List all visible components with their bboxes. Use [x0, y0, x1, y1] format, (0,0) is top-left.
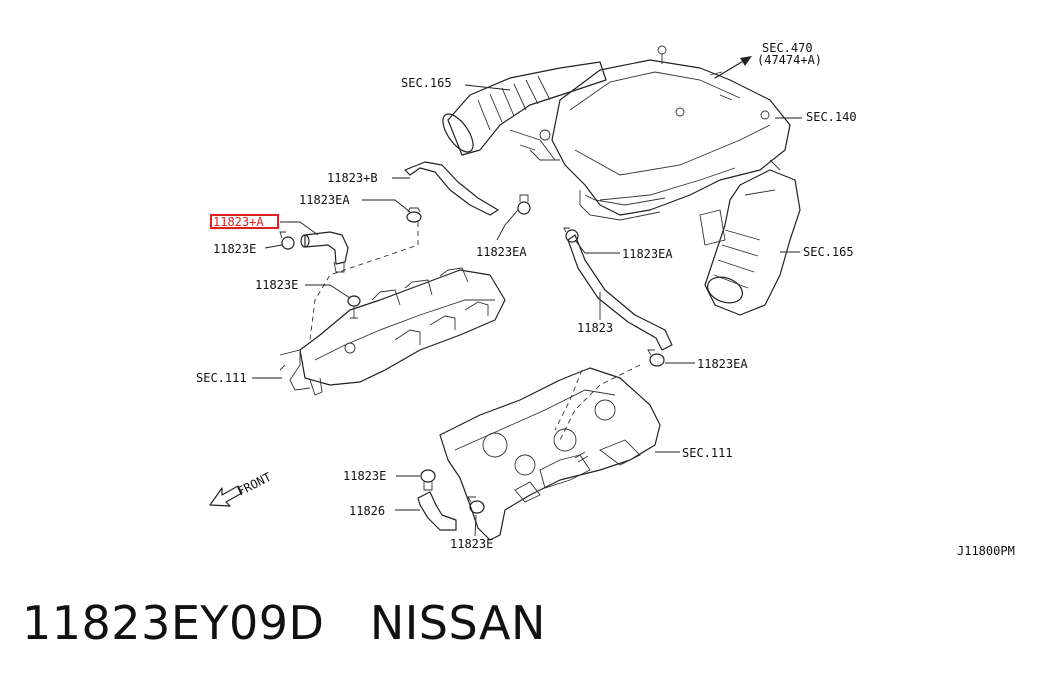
- part-caption: 11823EY09D NISSAN: [22, 596, 546, 650]
- hose-11823a: [300, 231, 349, 273]
- label-11823ea-lower: 11823EA: [697, 357, 748, 371]
- air-duct-right: [699, 159, 801, 316]
- label-11823: 11823: [577, 321, 613, 335]
- clamp-11823e-mid: [347, 295, 361, 319]
- label-11826: 11826: [349, 504, 385, 518]
- cylinder-head-right: [439, 367, 661, 541]
- caption-part-number: 11823EY09D: [22, 596, 325, 650]
- air-duct-top: [442, 61, 607, 161]
- ref-line-right-2: [554, 369, 583, 431]
- clamp-11823e-left: [279, 231, 295, 250]
- parts-diagram: SEC.470 (47474+A) SEC.165 SEC.140 SEC.16…: [196, 41, 1015, 558]
- label-sec111-right: SEC.111: [682, 446, 733, 460]
- label-sec165-top: SEC.165: [401, 76, 452, 90]
- label-11823ea-mid: 11823EA: [476, 245, 527, 259]
- sec470-arrow: [714, 56, 752, 79]
- clamp-11823ea-mid: [517, 194, 531, 215]
- label-sec165-right: SEC.165: [803, 245, 854, 259]
- hose-11826: [417, 491, 457, 531]
- label-11823ea-right: 11823EA: [622, 247, 673, 261]
- leader-lines: [252, 84, 802, 537]
- label-11823ea-top: 11823EA: [299, 193, 350, 207]
- label-drawing-code: J11800PM: [957, 544, 1015, 558]
- label-sec111-left: SEC.111: [196, 371, 247, 385]
- label-11823a: 11823+A: [213, 215, 264, 229]
- cylinder-head-left: [279, 267, 506, 396]
- label-sec470-sub: (47474+A): [757, 53, 822, 67]
- ref-line-right: [559, 364, 641, 441]
- label-11823e-lower: 11823E: [343, 469, 386, 483]
- clamp-11823ea-right: [563, 227, 579, 243]
- label-front: FRONT: [235, 470, 274, 499]
- label-11823b: 11823+B: [327, 171, 378, 185]
- intake-plenum: [551, 45, 791, 216]
- hose-11823: [567, 234, 673, 351]
- clamp-11823e-bottom: [467, 496, 485, 514]
- highlight-box-11823a: [210, 214, 279, 229]
- clamp-11823ea-top: [406, 207, 422, 223]
- tube-upper: [579, 190, 666, 221]
- label-sec140: SEC.140: [806, 110, 857, 124]
- hose-11823b: [404, 161, 499, 216]
- label-11823e-left: 11823E: [213, 242, 256, 256]
- clamp-11823e-lower: [420, 469, 436, 491]
- label-sec470: SEC.470: [762, 41, 813, 55]
- caption-brand: NISSAN: [369, 596, 546, 650]
- label-11823e-mid: 11823E: [255, 278, 298, 292]
- clamp-11823ea-lower: [647, 349, 665, 367]
- label-11823e-bottom: 11823E: [450, 537, 493, 551]
- front-arrow: [209, 485, 243, 507]
